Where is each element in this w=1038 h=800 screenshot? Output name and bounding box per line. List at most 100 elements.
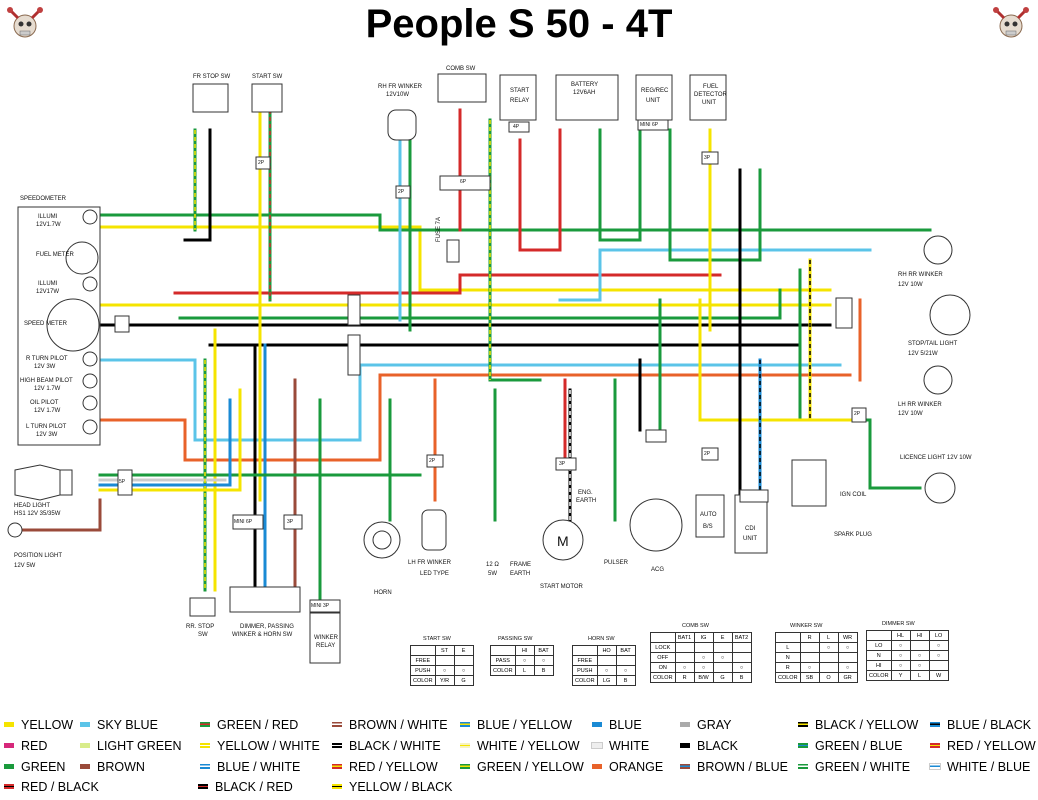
legend-label: ORANGE xyxy=(609,760,664,774)
connector-label: 2P xyxy=(398,189,405,195)
legend-item: WHITE xyxy=(591,739,649,753)
legend-item: YELLOW / WHITE xyxy=(200,739,320,753)
comb-sw-label: COMB SW xyxy=(446,66,476,72)
eng-earth-label-2: EARTH xyxy=(576,498,597,504)
legend-label: GREEN / WHITE xyxy=(815,760,911,774)
legend-item: GREEN / BLUE xyxy=(798,739,903,753)
legend-swatch xyxy=(4,743,14,749)
position-light-label: POSITION LIGHT xyxy=(14,553,63,559)
legend-swatch xyxy=(591,742,603,750)
legend-label: BLACK xyxy=(697,739,738,753)
legend-item: BLUE xyxy=(592,718,642,732)
legend-label: RED / YELLOW xyxy=(947,739,1036,753)
fuel-detector-label-2: DETECTOR xyxy=(694,92,727,98)
connector-label: 2P xyxy=(258,160,265,166)
legend-swatch xyxy=(460,722,470,728)
legend-label: GREEN / RED xyxy=(217,718,299,732)
legend-item: RED / BLACK xyxy=(4,780,99,794)
stop-tail-light-label: STOP/TAIL LIGHT xyxy=(908,341,958,347)
eng-earth-label: ENG. xyxy=(578,490,593,496)
legend-swatch xyxy=(930,743,940,749)
legend-swatch xyxy=(200,764,210,770)
legend-label: BLUE / YELLOW xyxy=(477,718,572,732)
auto-bs-label-2: B/S xyxy=(703,524,713,530)
speedometer-label: SPEEDOMETER xyxy=(20,196,67,202)
legend-item: BLUE / YELLOW xyxy=(460,718,572,732)
start-motor-label: START MOTOR xyxy=(540,584,583,590)
connector-label: MINI 6P xyxy=(234,519,253,525)
wire-green-5 xyxy=(668,128,762,262)
rh-fr-winker-label: RH FR WINKER xyxy=(378,84,422,90)
legend-swatch xyxy=(680,743,690,749)
wire-black-4 xyxy=(183,128,212,242)
legend-label: BLUE / BLACK xyxy=(947,718,1032,732)
legend-item: ORANGE xyxy=(592,760,663,774)
wire-red-2 xyxy=(518,128,562,252)
legend-item: WHITE / YELLOW xyxy=(460,739,580,753)
legend-item: BLACK / YELLOW xyxy=(798,718,918,732)
l-turn-pilot-spec: 12V 3W xyxy=(36,432,58,438)
legend-label: BLACK / RED xyxy=(215,780,293,794)
rh-rr-winker-spec: 12V 10W xyxy=(898,282,923,288)
cdi-unit-label: CDI xyxy=(745,526,756,532)
dimmer-sw-table-title: DIMMER SW xyxy=(882,621,915,627)
legend-item: BROWN xyxy=(80,760,145,774)
head-light-label: HEAD LIGHT xyxy=(14,503,51,509)
legend-item: YELLOW xyxy=(4,718,73,732)
wire-skyblue-2 xyxy=(558,248,872,302)
legend-item: GRAY xyxy=(680,718,732,732)
licence-light-label: LICENCE LIGHT 12V 10W xyxy=(900,455,972,461)
legend-swatch xyxy=(80,743,90,749)
legend-item: WHITE / BLUE xyxy=(929,760,1031,774)
connector-label: MINI 6P xyxy=(640,122,659,128)
speed-meter-label: SPEED METER xyxy=(24,321,68,327)
cdi-unit-label-2: UNIT xyxy=(743,536,757,542)
legend-label: BROWN / BLUE xyxy=(697,760,788,774)
page-title: People S 50 - 4T xyxy=(365,2,673,46)
legend-label: YELLOW / WHITE xyxy=(217,739,320,753)
legend-item: BLACK / WHITE xyxy=(332,739,441,753)
winker-horn-sw-label: WINKER & HORN SW xyxy=(232,632,293,638)
illumi-2-label: ILLUMI xyxy=(38,281,58,287)
start-sw-label: START SW xyxy=(252,74,283,80)
led-type-label: LED TYPE xyxy=(420,571,449,577)
high-beam-pilot-spec: 12V 1.7W xyxy=(34,386,61,392)
fuse-label: FUSE 7A xyxy=(436,216,442,242)
legend-label: BLACK / YELLOW xyxy=(815,718,919,732)
connector-label: 3P xyxy=(704,155,711,161)
wiring-harness xyxy=(7,73,971,664)
legend-swatch xyxy=(4,784,14,790)
legend-label: WHITE / BLUE xyxy=(947,760,1031,774)
start-sw-table-title: START SW xyxy=(423,636,451,642)
legend-swatch xyxy=(332,743,342,749)
legend-label: BLACK / WHITE xyxy=(349,739,441,753)
fuel-detector-label: FUEL xyxy=(703,84,719,90)
legend-swatch xyxy=(460,764,470,770)
wire-yellow-3 xyxy=(698,298,852,422)
legend-item: GREEN / WHITE xyxy=(798,760,910,774)
illumi-2-spec: 12V17W xyxy=(36,289,60,295)
rr-stop-sw-label-2: SW xyxy=(198,632,208,638)
legend-swatch xyxy=(798,743,808,749)
acg-label: ACG xyxy=(651,567,665,573)
legend-label: SKY BLUE xyxy=(97,718,158,732)
r-turn-pilot-spec: 12V 3W xyxy=(34,364,56,370)
legend-label: BLUE / WHITE xyxy=(217,760,301,774)
legend-label: LIGHT GREEN xyxy=(97,739,182,753)
legend-item: GREEN xyxy=(4,760,65,774)
legend-swatch xyxy=(198,784,208,790)
connector-label: 3P xyxy=(287,519,294,525)
legend-item: GREEN / RED xyxy=(200,718,298,732)
legend-swatch xyxy=(592,722,602,728)
legend-label: GREEN / BLUE xyxy=(815,739,903,753)
rh-rr-winker-label: RH RR WINKER xyxy=(898,272,943,278)
legend-label: WHITE / YELLOW xyxy=(477,739,580,753)
legend-item: BLUE / BLACK xyxy=(930,718,1031,732)
spark-plug-label: SPARK PLUG xyxy=(834,532,872,538)
